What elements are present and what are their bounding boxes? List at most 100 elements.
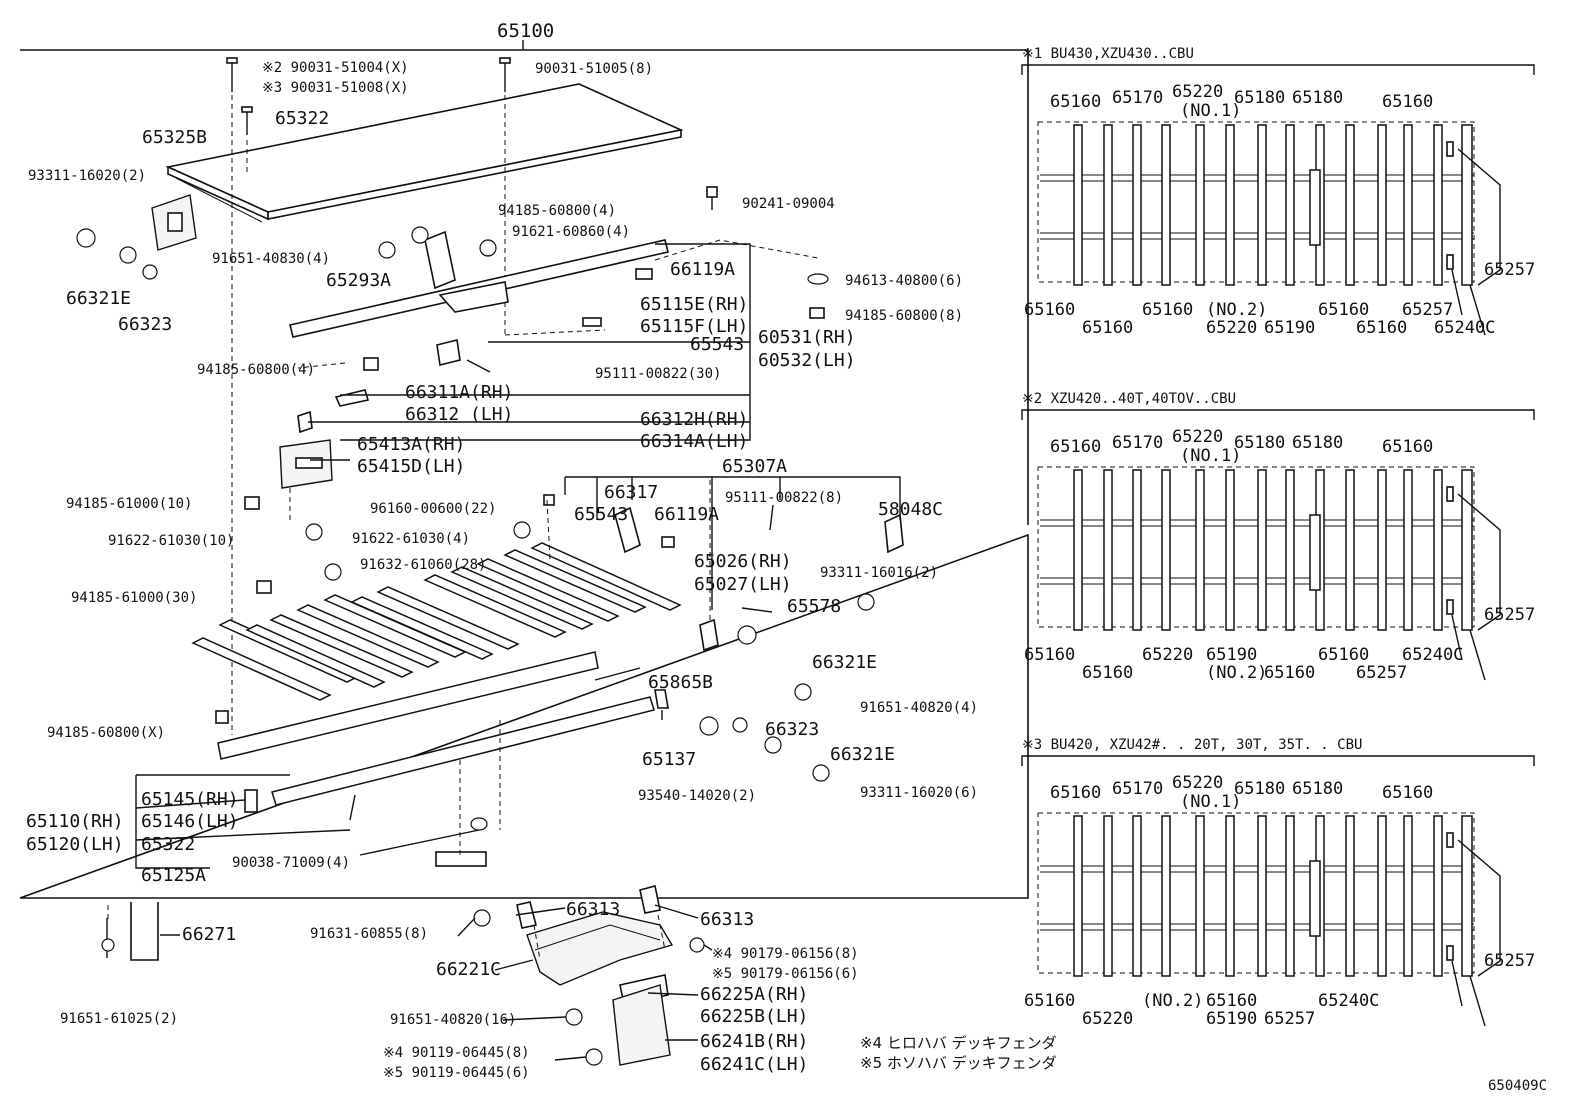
part-label: 65325B bbox=[142, 127, 207, 148]
part-label: 65543 bbox=[574, 504, 628, 525]
cross-bar bbox=[1103, 469, 1113, 631]
part-label: 65145(RH) bbox=[141, 789, 239, 810]
inset-label: 65160 bbox=[1382, 783, 1433, 803]
cross-bar bbox=[1345, 124, 1355, 286]
part-label: 94185-61000(10) bbox=[66, 496, 192, 512]
part-label: 91651-61025(2) bbox=[60, 1011, 178, 1027]
inset-panel-3 bbox=[1021, 755, 1535, 1027]
cross-bar bbox=[1433, 815, 1443, 977]
part-label: 65115E(RH) bbox=[640, 294, 748, 315]
footnote: ※5 ホソハバ デッキフェンダ bbox=[860, 1054, 1057, 1072]
cross-bar bbox=[1225, 469, 1235, 631]
part-label: 66323 bbox=[765, 719, 819, 740]
inset-title: ※1 BU430,XZU430..CBU bbox=[1022, 46, 1194, 62]
inset-label: 65160 bbox=[1206, 991, 1257, 1011]
inset-label: (NO.1) bbox=[1180, 446, 1241, 466]
part-label: 91622-61030(4) bbox=[352, 531, 470, 547]
part-label: 60531(RH) bbox=[758, 327, 856, 348]
part-label: 66321E bbox=[830, 744, 895, 765]
inset-label: 65170 bbox=[1112, 88, 1163, 108]
inset-label: 65190 bbox=[1206, 645, 1257, 665]
inset-label: 65160 bbox=[1050, 437, 1101, 457]
cross-bar bbox=[1132, 469, 1142, 631]
inset-label: 65220 bbox=[1172, 82, 1223, 102]
cross-bar bbox=[1132, 815, 1142, 977]
part-label: 66119A bbox=[670, 259, 735, 280]
part-label: 95111-00822(8) bbox=[725, 490, 843, 506]
main-frame bbox=[19, 40, 1029, 899]
part-label: ※2 90031-51004(X) bbox=[262, 60, 409, 76]
cross-bar bbox=[1285, 124, 1295, 286]
inset-label: 65180 bbox=[1234, 88, 1285, 108]
inset-label: 65160 bbox=[1050, 783, 1101, 803]
cross-bar bbox=[1073, 124, 1083, 286]
cross-bar bbox=[1225, 124, 1235, 286]
cross-members bbox=[191, 542, 682, 806]
inset-panel-2 bbox=[1021, 409, 1535, 681]
part-label: 96160-00600(22) bbox=[370, 501, 496, 517]
inset-label: (NO.2) bbox=[1142, 991, 1203, 1011]
part-label: 65026(RH) bbox=[694, 551, 792, 572]
footnote: ※4 ヒロハバ デッキフェンダ bbox=[860, 1034, 1057, 1052]
cross-bar bbox=[1345, 815, 1355, 977]
clip-parts bbox=[279, 339, 491, 489]
inset-label: 65160 bbox=[1318, 645, 1369, 665]
part-label: ※4 90119-06445(8) bbox=[383, 1045, 530, 1061]
part-label: 66313 bbox=[566, 899, 620, 920]
part-label: 65415D(LH) bbox=[357, 456, 465, 477]
part-label: 66323 bbox=[118, 314, 172, 335]
inset-labels: ※1 BU430,XZU430..CBU 65160 65170 65220 (NO.1… bbox=[1022, 46, 1535, 1029]
inset-label: 65180 bbox=[1292, 779, 1343, 799]
inset-label: 65257 bbox=[1264, 1009, 1315, 1029]
part-label: 66314A(LH) bbox=[640, 431, 748, 452]
part-label: 91622-61030(10) bbox=[108, 533, 234, 549]
part-label: 66311A(RH) bbox=[405, 382, 513, 403]
part-label: 60532(LH) bbox=[758, 350, 856, 371]
inset-label: (NO.2) bbox=[1206, 663, 1267, 683]
part-label: 65115F(LH) bbox=[640, 316, 748, 337]
inset-label: 65160 bbox=[1382, 92, 1433, 112]
part-label: ※5 90119-06445(6) bbox=[383, 1065, 530, 1081]
nut-icon bbox=[244, 494, 555, 594]
leader-lines bbox=[135, 243, 901, 869]
part-label: 58048C bbox=[878, 499, 943, 520]
inset-label: 65220 bbox=[1082, 1009, 1133, 1029]
part-label: 66241B(RH) bbox=[700, 1031, 808, 1052]
cross-bar bbox=[1195, 469, 1205, 631]
part-label: 66225B(LH) bbox=[700, 1006, 808, 1027]
bolt-icon bbox=[241, 106, 253, 135]
cross-bar bbox=[1257, 815, 1267, 977]
part-label: 94185-60800(8) bbox=[845, 308, 963, 324]
inset-label: 65257 bbox=[1356, 663, 1407, 683]
cross-bar bbox=[1132, 124, 1142, 286]
inset-label: 65220 bbox=[1142, 645, 1193, 665]
part-label: 65413A(RH) bbox=[357, 434, 465, 455]
cross-bar-65190 bbox=[1309, 860, 1321, 937]
cross-bar bbox=[1377, 815, 1387, 977]
part-label: 91632-61060(28) bbox=[360, 557, 486, 573]
cross-bar bbox=[1433, 124, 1443, 286]
cross-bar-65190 bbox=[1309, 169, 1321, 246]
inset-label: 65240C bbox=[1402, 645, 1463, 665]
cross-bar bbox=[1073, 815, 1083, 977]
cross-bar bbox=[1161, 469, 1171, 631]
cross-bar bbox=[1103, 815, 1113, 977]
part-label: 93311-16016(2) bbox=[820, 565, 938, 581]
cross-bar bbox=[1433, 469, 1443, 631]
inset-panel-1 bbox=[1021, 64, 1535, 336]
part-label: 65293A bbox=[326, 270, 391, 291]
cross-bar bbox=[1403, 124, 1413, 286]
inset-label: 65257 bbox=[1484, 951, 1535, 971]
cross-bar bbox=[1195, 815, 1205, 977]
part-label: 65865B bbox=[648, 672, 713, 693]
part-label: 66119A bbox=[654, 504, 719, 525]
inset-label: 65190 bbox=[1264, 318, 1315, 338]
inset-label: 65160 bbox=[1024, 991, 1075, 1011]
part-label: 94185-60800(4) bbox=[197, 362, 315, 378]
deck-panel bbox=[165, 83, 684, 223]
part-label: 66321E bbox=[812, 652, 877, 673]
inset-label: 65180 bbox=[1234, 779, 1285, 799]
inset-label: (NO.1) bbox=[1180, 792, 1241, 812]
part-number-65100: 65100 bbox=[497, 20, 554, 42]
